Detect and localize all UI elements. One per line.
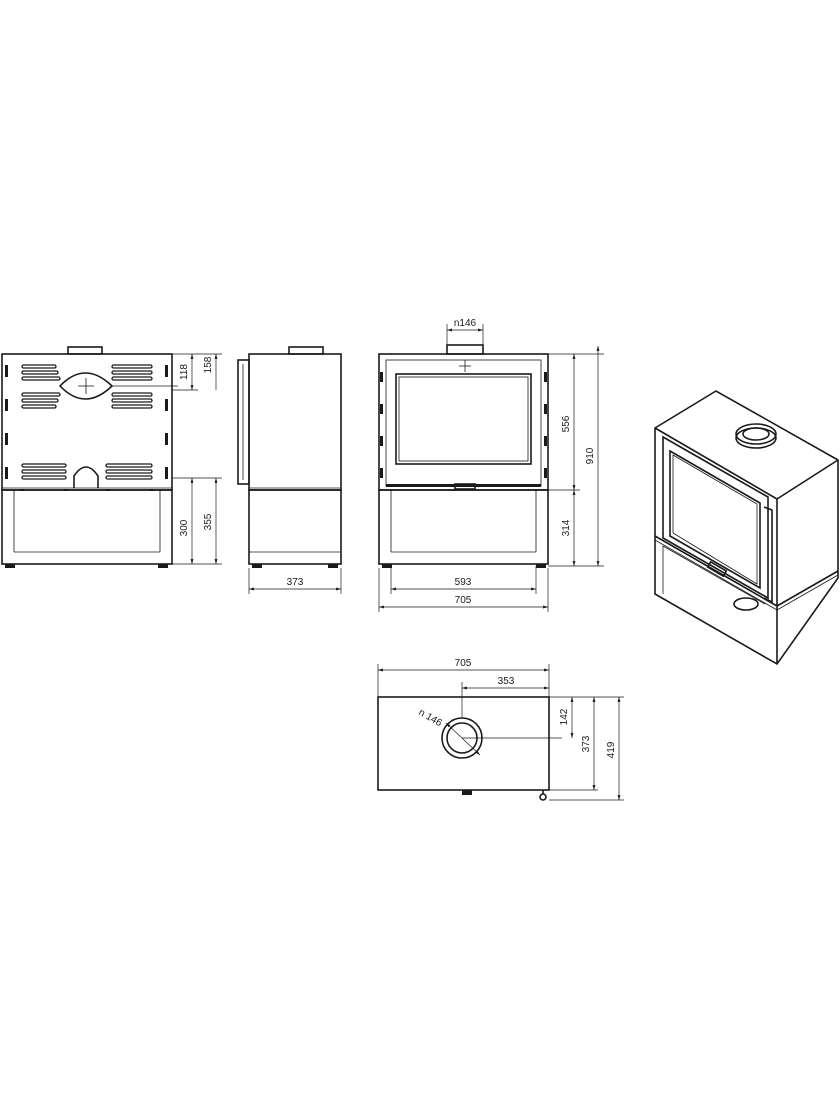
dim-593-label: 593 [455, 577, 472, 588]
side-upper-body [248, 353, 342, 491]
dim-556-label: 556 [561, 415, 572, 432]
top-view: n 146 705 353 142 373 419 [377, 658, 624, 801]
back-view: 118 158 300 355 [1, 346, 222, 568]
dim-910-label: 910 [585, 447, 596, 464]
dim-118-label: 118 [179, 364, 190, 380]
flue-collar [67, 346, 103, 355]
dim-705-label: 705 [455, 595, 472, 606]
side-view: 373 [237, 346, 342, 594]
door-handle [454, 483, 476, 490]
dim-373-top-label: 373 [581, 735, 592, 752]
iso-glass [669, 449, 761, 590]
door-glass [395, 373, 532, 465]
iso-outline [654, 390, 839, 666]
air-intake-back [73, 466, 99, 488]
front-view: n146 556 910 314 593 705 [378, 318, 604, 612]
back-base [1, 489, 173, 565]
iso-flue-collar [735, 423, 777, 445]
dim-314-label: 314 [561, 519, 572, 536]
top-dimensions: n 146 705 353 142 373 419 [377, 658, 624, 801]
back-dimensions: 118 158 300 355 [172, 353, 222, 565]
back-side-slots [5, 365, 168, 479]
dim-373-label: 373 [287, 577, 304, 588]
dim-705-top-label: 705 [455, 658, 472, 669]
dim-355-label: 355 [203, 513, 214, 530]
dim-158-label: 158 [203, 356, 214, 373]
front-flue-collar [446, 344, 484, 355]
side-dimensions: 373 [248, 568, 342, 594]
front-base [378, 489, 549, 565]
dim-419-label: 419 [606, 741, 617, 758]
dim-300-label: 300 [179, 519, 190, 536]
side-flue-collar [288, 346, 324, 355]
top-outline [377, 696, 550, 791]
isometric-view [654, 390, 839, 666]
iso-door [662, 435, 769, 600]
side-door-profile [237, 359, 250, 485]
door-bottom-bar [386, 484, 541, 487]
front-dimensions: n146 556 910 314 593 705 [378, 318, 604, 612]
back-vent-slots-lower [21, 463, 153, 480]
dim-n146-label: n146 [454, 318, 477, 329]
side-base [248, 489, 342, 565]
dim-353-label: 353 [498, 676, 515, 687]
dim-142-label: 142 [559, 708, 570, 725]
back-vent-slots-upper [21, 364, 153, 409]
iso-handle [706, 560, 728, 578]
dim-n146-top-label: n 146 [417, 707, 445, 729]
